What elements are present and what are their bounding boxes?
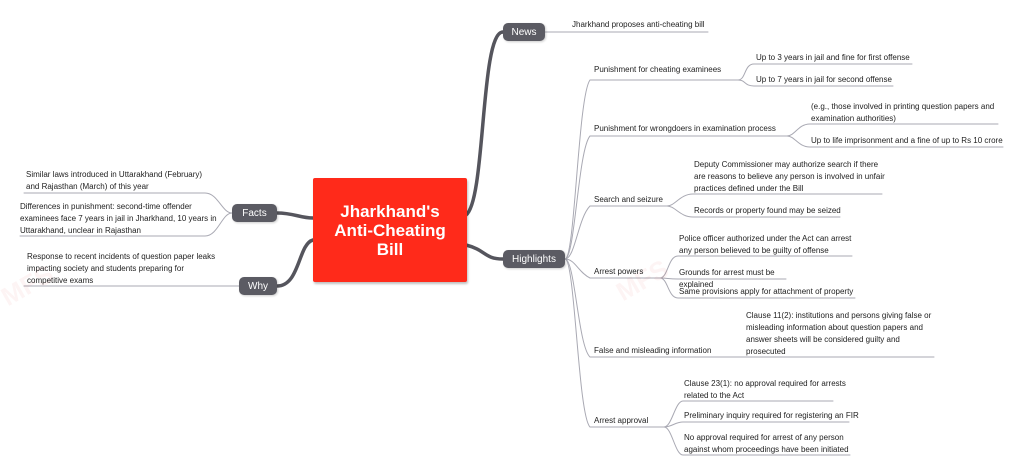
branch-highlights[interactable]: Highlights xyxy=(503,250,565,268)
root-node[interactable]: Jharkhand's Anti-Cheating Bill xyxy=(313,178,467,282)
topic-arrest-powers: Arrest powers xyxy=(594,267,644,276)
leaf-item: Up to 3 years in jail and fine for first… xyxy=(756,53,910,62)
leaf-item: Clause 11(2): institutions and persons g… xyxy=(746,311,932,356)
leaf-item: Records or property found may be seized xyxy=(694,206,841,215)
leaf-item: Grounds for arrest must be explained xyxy=(679,268,775,289)
facts-item: Differences in punishment: second-time o… xyxy=(20,202,217,235)
branch-news[interactable]: News xyxy=(503,23,545,41)
branch-why[interactable]: Why xyxy=(239,277,277,295)
facts-item: Similar laws introduced in Uttarakhand (… xyxy=(26,170,203,191)
leaf-item: Clause 23(1): no approval required for a… xyxy=(684,379,846,400)
leaf-item: Same provisions apply for attachment of … xyxy=(679,287,854,296)
leaf-item: Deputy Commissioner may authorize search… xyxy=(694,160,885,193)
leaf-item: (e.g., those involved in printing questi… xyxy=(811,102,995,123)
topic-punishment-examinees: Punishment for cheating examinees xyxy=(594,65,722,74)
leaf-item: Up to life imprisonment and a fine of up… xyxy=(811,136,1003,145)
leaf-item: Police officer authorized under the Act … xyxy=(679,234,852,255)
topic-false-info: False and misleading information xyxy=(594,346,712,355)
news-item: Jharkhand proposes anti-cheating bill xyxy=(572,20,705,29)
topic-search-seizure: Search and seizure xyxy=(594,195,663,204)
why-item: Response to recent incidents of question… xyxy=(27,252,216,285)
leaf-item: No approval required for arrest of any p… xyxy=(684,433,849,454)
topic-arrest-approval: Arrest approval xyxy=(594,416,649,425)
leaf-item: Up to 7 years in jail for second offense xyxy=(756,75,892,84)
branch-facts[interactable]: Facts xyxy=(232,204,277,222)
leaf-item: Preliminary inquiry required for registe… xyxy=(684,411,859,420)
topic-punishment-wrongdoers: Punishment for wrongdoers in examination… xyxy=(594,124,776,133)
